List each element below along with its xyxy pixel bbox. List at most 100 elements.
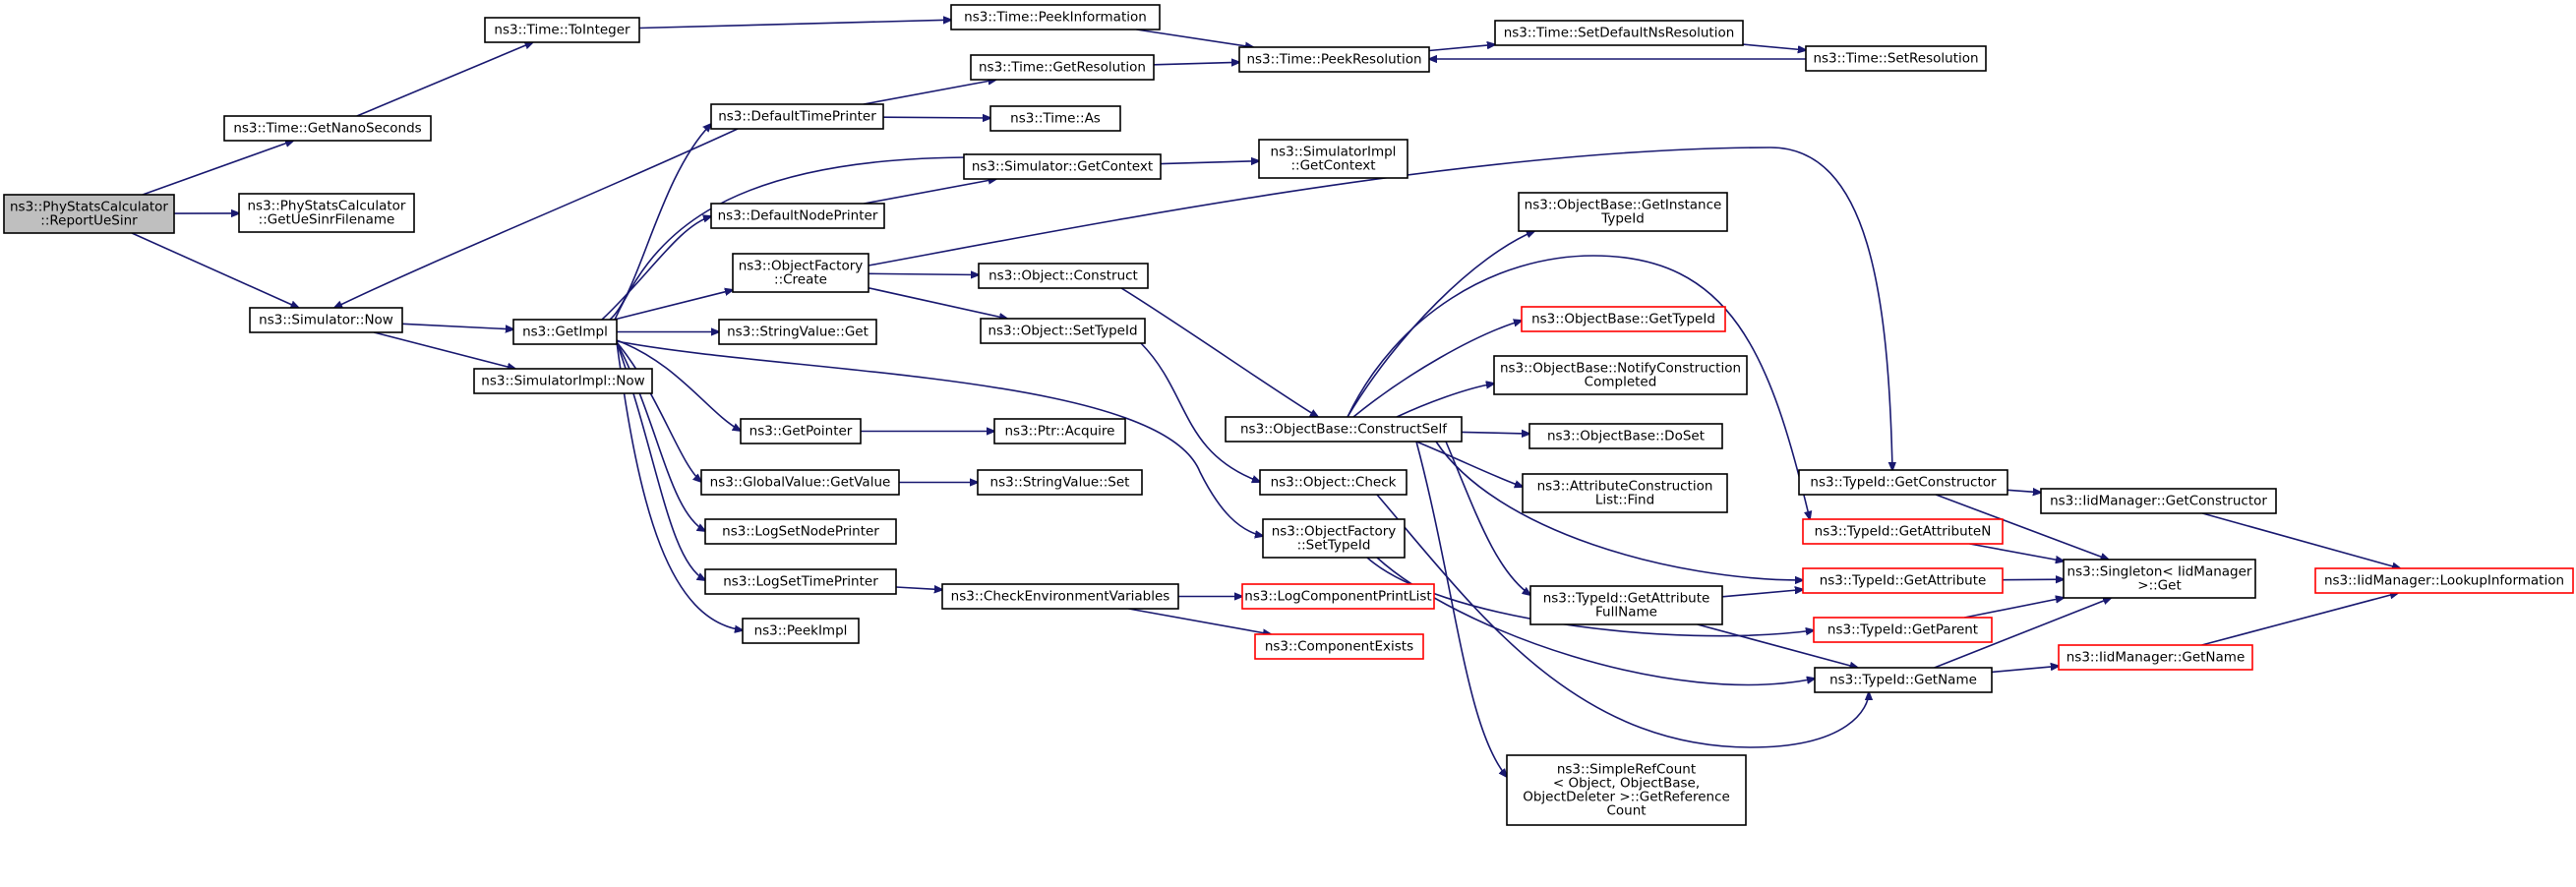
node-box (1805, 45, 1987, 72)
call-edges (131, 20, 2400, 777)
node-label-line: ns3::SimpleRefCount (1557, 761, 1696, 777)
node-label-line: ns3::Time::GetResolution (979, 59, 1146, 75)
node-iidlookup[interactable]: ns3::IidManager::LookupInformation (2314, 567, 2574, 594)
node-compexists[interactable]: ns3::ComponentExists (1254, 633, 1424, 660)
node-report[interactable]: ns3::PhyStatsCalculator::ReportUeSinr (3, 194, 175, 234)
node-timeas[interactable]: ns3::Time::As (989, 105, 1121, 132)
node-label-line: ns3::ObjectFactory (739, 258, 864, 273)
node-box (1798, 469, 2008, 496)
edge-getnano-to-tointeger (356, 42, 533, 117)
node-tointeger[interactable]: ns3::Time::ToInteger (484, 17, 640, 43)
node-box (1522, 473, 1728, 513)
node-singleton[interactable]: ns3::Singleton< IidManager>::Get (2063, 559, 2256, 599)
node-label-line: Completed (1585, 374, 1657, 389)
edge-deftp-to-getres (863, 80, 996, 105)
node-label-line: ::Create (774, 271, 827, 287)
node-strvalget[interactable]: ns3::StringValue::Get (718, 319, 877, 345)
node-ofcreate[interactable]: ns3::ObjectFactory::Create (732, 253, 869, 293)
node-getfile[interactable]: ns3::PhyStatsCalculator::GetUeSinrFilena… (238, 193, 415, 233)
node-gvgetvalue[interactable]: ns3::GlobalValue::GetValue (700, 469, 900, 496)
node-box (1813, 617, 1993, 643)
node-iidgetname[interactable]: ns3::IidManager::GetName (2058, 644, 2253, 671)
node-box (238, 193, 415, 233)
node-box (704, 568, 897, 595)
edge-getimpl-to-getpointer (616, 339, 741, 431)
node-label-line: ns3::GlobalValue::GetValue (710, 474, 891, 490)
node-box (1814, 667, 1993, 693)
node-peekimpl[interactable]: ns3::PeekImpl (742, 618, 860, 644)
edge-tigetconstructor-to-singleton (1935, 494, 2109, 560)
node-logsettp[interactable]: ns3::LogSetTimePrinter (704, 568, 897, 595)
node-getres[interactable]: ns3::Time::GetResolution (970, 54, 1155, 81)
edge-report-to-getnano (142, 141, 293, 196)
node-setdefns[interactable]: ns3::Time::SetDefaultNsResolution (1494, 20, 1744, 46)
edge-tigetconstructor-to-iidgetconstructor (2007, 490, 2041, 493)
node-label-line: ns3::Time::SetResolution (1813, 50, 1978, 66)
node-label-line: ns3::ComponentExists (1265, 638, 1413, 654)
edge-tigetattr-to-singleton (2002, 579, 2064, 580)
edge-defnp-to-simctx (864, 179, 996, 205)
edge-tigetattrn-to-singleton (1969, 543, 2065, 562)
node-box (2314, 567, 2574, 594)
node-label-line: ns3::StringValue::Set (990, 474, 1130, 490)
node-box (512, 319, 618, 345)
node-getpointer[interactable]: ns3::GetPointer (740, 418, 862, 444)
node-checkenv[interactable]: ns3::CheckEnvironmentVariables (941, 583, 1179, 610)
node-deftp[interactable]: ns3::DefaultTimePrinter (710, 103, 884, 130)
node-iidgetconstructor[interactable]: ns3::IidManager::GetConstructor (2040, 488, 2277, 514)
node-tigetconstructor[interactable]: ns3::TypeId::GetConstructor (1798, 469, 2008, 496)
edge-getimpl-to-simctx (614, 157, 974, 321)
edge-tigetname-to-singleton (1934, 598, 2112, 669)
edge-obconstructself-to-simplerefcount (1415, 441, 1507, 777)
edge-getimpl-to-peekimpl (616, 341, 743, 630)
node-simnow[interactable]: ns3::Simulator::Now (249, 307, 403, 333)
edge-obconstructself-to-tigetattr (1435, 441, 1803, 580)
node-obgettypeid[interactable]: ns3::ObjectBase::GetTypeId (1521, 306, 1726, 332)
node-tigetname[interactable]: ns3::TypeId::GetName (1814, 667, 1993, 693)
node-getnano[interactable]: ns3::Time::GetNanoSeconds (223, 115, 432, 142)
node-objsettypeid[interactable]: ns3::Object::SetTypeId (980, 318, 1146, 344)
edge-tigetattrfull-to-tigetattr (1721, 590, 1803, 598)
edge-tigetparent-to-singleton (1964, 598, 2064, 619)
node-peekres[interactable]: ns3::Time::PeekResolution (1238, 46, 1430, 73)
node-label-line: < Object, ObjectBase, (1553, 775, 1700, 791)
node-objconstruct[interactable]: ns3::Object::Construct (978, 263, 1149, 289)
node-tigetparent[interactable]: ns3::TypeId::GetParent (1813, 617, 1993, 643)
node-label-line: ns3::TypeId::GetAttributeN (1815, 523, 1992, 539)
node-tigetattr[interactable]: ns3::TypeId::GetAttribute (1802, 567, 2004, 594)
node-getimpl[interactable]: ns3::GetImpl (512, 319, 618, 345)
node-tigetattrn[interactable]: ns3::TypeId::GetAttributeN (1802, 518, 2004, 545)
node-simplerefcount[interactable]: ns3::SimpleRefCount< Object, ObjectBase,… (1506, 754, 1747, 826)
node-ofsettypeid[interactable]: ns3::ObjectFactory::SetTypeId (1262, 518, 1406, 559)
node-simctx[interactable]: ns3::Simulator::GetContext (963, 153, 1162, 180)
node-label-line: ns3::LogSetTimePrinter (723, 573, 878, 589)
node-box (1518, 192, 1728, 232)
node-obnotify[interactable]: ns3::ObjectBase::NotifyConstructionCompl… (1493, 355, 1748, 395)
node-label-line: ns3::SimulatorImpl::Now (481, 373, 644, 388)
node-label-line: ns3::CheckEnvironmentVariables (951, 588, 1170, 604)
node-obdoset[interactable]: ns3::ObjectBase::DoSet (1528, 423, 1723, 449)
node-label-line: ns3::Time::PeekInformation (964, 9, 1147, 25)
node-obconstructself[interactable]: ns3::ObjectBase::ConstructSelf (1225, 416, 1463, 443)
node-objcheck[interactable]: ns3::Object::Check (1259, 469, 1408, 496)
node-box (742, 618, 860, 644)
node-logsetnp[interactable]: ns3::LogSetNodePrinter (704, 518, 897, 545)
call-nodes: ns3::PhyStatsCalculator::ReportUeSinrns3… (3, 4, 2574, 826)
node-ptracquire[interactable]: ns3::Ptr::Acquire (993, 418, 1126, 444)
node-peekinfo[interactable]: ns3::Time::PeekInformation (950, 4, 1161, 30)
node-simimplctx[interactable]: ns3::SimulatorImpl::GetContext (1258, 139, 1408, 179)
edge-obconstructself-to-obgetinst (1347, 231, 1534, 418)
node-simimplnow[interactable]: ns3::SimulatorImpl::Now (473, 368, 653, 394)
node-strvalset[interactable]: ns3::StringValue::Set (977, 469, 1143, 496)
node-label-line: ns3::ObjectBase::GetInstance (1525, 197, 1722, 212)
edge-getimpl-to-deftp (609, 124, 711, 321)
node-defnp[interactable]: ns3::DefaultNodePrinter (710, 203, 885, 229)
node-logcpl[interactable]: ns3::LogComponentPrintList (1241, 583, 1435, 610)
node-label-line: ns3::Time::GetNanoSeconds (233, 120, 421, 136)
node-setres[interactable]: ns3::Time::SetResolution (1805, 45, 1987, 72)
edge-getimpl-to-defnp (601, 216, 711, 321)
node-label-line: ns3::PhyStatsCalculator (248, 198, 406, 213)
